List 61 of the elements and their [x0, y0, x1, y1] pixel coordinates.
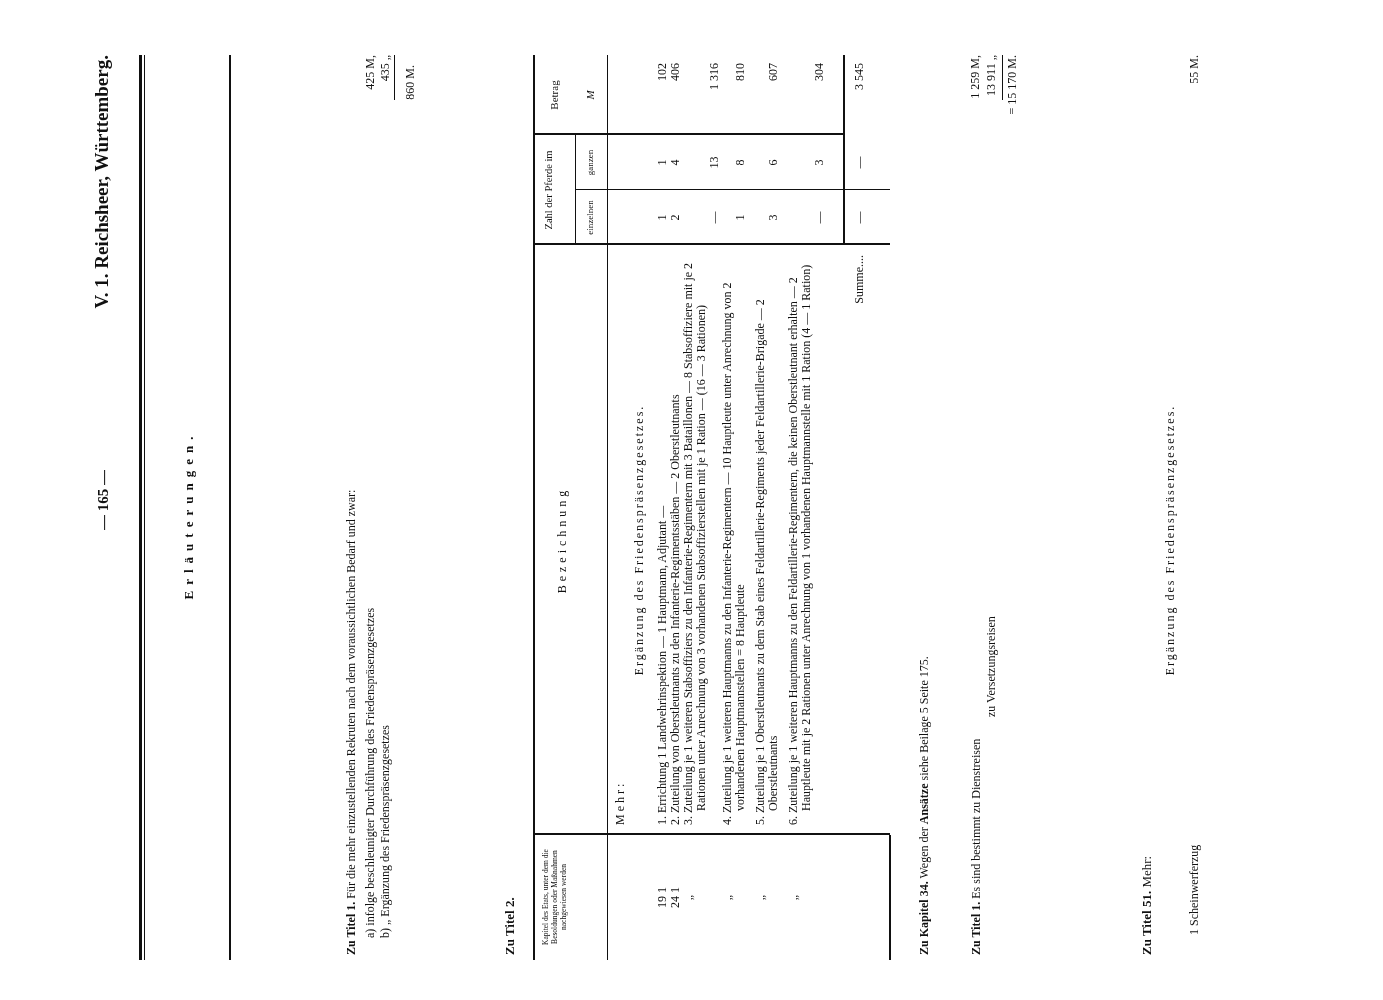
table-cell-text: 3 — [767, 213, 780, 223]
item-text: 1 Scheinwerferzug — [1188, 843, 1201, 935]
column-header: einzelnen — [584, 199, 596, 237]
section-text: Zu Kapitel 34. Wegen der Ansätze siehe Beilage 5 Seite 175. — [918, 655, 931, 955]
table-cell-text: 24 1 — [669, 886, 682, 910]
table-cell-text: 1 — [734, 213, 747, 223]
table-cell-text: 4 — [669, 158, 682, 168]
table-cell-text: 607 — [767, 63, 780, 83]
section-text: Zu Titel 51. Mehr: — [1140, 854, 1153, 955]
amount: 425 M, — [364, 55, 377, 92]
table-cell-text: 6. Zuteilung je 1 weiteren Hauptmanns zu den Feldartillerie-Regimentern, die keinen Oberstleutnant erhalten — 2 Hauptleute mit je 2 Rationen unter Anrechnung von 1 vorhandenen Hauptmannstelle mit 1 Ration (4 — 1 Ration) — [787, 263, 813, 825]
table-cell-text: 2 — [669, 213, 682, 223]
table-cell-text: — — [853, 155, 866, 171]
amount: 435 „ — [379, 55, 392, 84]
table-cell-text: 4. Zuteilung je 1 weiteren Hauptmanns zu den Infanterie-Regimentern — 10 Hauptleute unter Anrechnung von 2 vorhandenen Hauptmannstellen = 8 Hauptleute — [721, 281, 747, 825]
table-cell-text: 1 316 — [708, 63, 721, 92]
table-cell-text: „ — [682, 893, 695, 903]
table-cell-text: — — [813, 210, 826, 226]
column-header: Betrag — [548, 79, 561, 112]
column-header: Bezeichnung — [556, 485, 569, 596]
table-cell-text: 3. Zuteilung je 1 weiteren Stabsoffiziers zu den Infanterie-Regimentern mit 3 Bataillonen — 8 Stabsoffiziere mit je 2 Rationen unter Anrechnung von 3 vorhandenen Stabsoffizierstellen mit je 1 Ration — (16 — 3 Rationen) — [682, 261, 708, 825]
table-cell-text: „ — [754, 893, 767, 903]
item-text: a) infolge beschleunigter Durchführung des Friedenspräsenzgesetzes — [364, 606, 377, 938]
column-header: ganzen — [584, 148, 596, 178]
column-header: Zahl der Pferde im — [542, 149, 555, 232]
table-cell-text: 1 — [656, 158, 669, 168]
amount: 1 259 M, — [969, 55, 982, 101]
table-cell-text: 810 — [734, 63, 747, 83]
page-number: — 165 — — [97, 469, 110, 532]
total-amount: = 15 170 M. — [1006, 55, 1019, 117]
amount: 13 911 „ — [985, 55, 998, 98]
item-text: b) „ Ergänzung des Friedenspräsenzgesetzes — [379, 723, 392, 938]
total-amount: 860 M. — [404, 65, 417, 102]
table-cell-text: 6 — [767, 158, 780, 168]
section-text: Zu Titel 1. Für die mehr einzustellenden Rekruten nach dem voraussichtlichen Bedarf und zwar: — [345, 488, 358, 955]
table-cell-text: 19 1 — [656, 886, 669, 910]
table-cell-text: 406 — [669, 63, 682, 83]
table-cell-text: — — [708, 210, 721, 226]
column-header: M — [584, 89, 597, 102]
table-cell-text: 1 — [656, 213, 669, 223]
subheading: Ergänzung des Friedenspräsenzgesetzes. — [1164, 403, 1177, 678]
amount: 55 M. — [1188, 55, 1201, 86]
table-cell-text: 1. Errichtung 1 Landwehrinspektion — 1 Hauptmann, Adjutant — — [656, 504, 669, 825]
section-heading: Zu Titel 2. — [503, 896, 516, 955]
table-cell-text: 8 — [734, 158, 747, 168]
table-cell-text: 13 — [708, 155, 721, 171]
item-text: Zu Titel 1. Es sind bestimmt zu Dienstreisen — [970, 737, 983, 955]
table-cell-text: — — [853, 210, 866, 226]
table-cell-text: 3 545 — [853, 63, 866, 92]
table-cell-text: 2. Zuteilung von Oberstleutnants zu den Infanterie-Regimentsstäben — 2 Oberstleutnants — [669, 393, 682, 825]
table-cell-text: „ — [787, 893, 800, 903]
table-cell-text: Mehr: — [614, 779, 627, 825]
table-cell-text: „ — [721, 893, 734, 903]
table-cell-text: Summe.... — [853, 255, 866, 306]
table-cell-text: 304 — [813, 63, 826, 83]
table-cell-text: 3 — [813, 158, 826, 168]
table-cell-text: Ergänzung des Friedenspräsenzgesetzes. — [633, 403, 646, 678]
table-cell-text: 5. Zuteilung je 1 Oberstleutnants zu dem Stab eines Feldartillerie-Regiments jeder Feldartillerie-Brigade — 2 Oberstleutnants — [754, 298, 780, 825]
item-text: zu Versetzungsreisen — [985, 615, 998, 717]
table-cell-text: 102 — [656, 63, 669, 83]
section-heading: Erläuterungen. — [182, 429, 195, 602]
